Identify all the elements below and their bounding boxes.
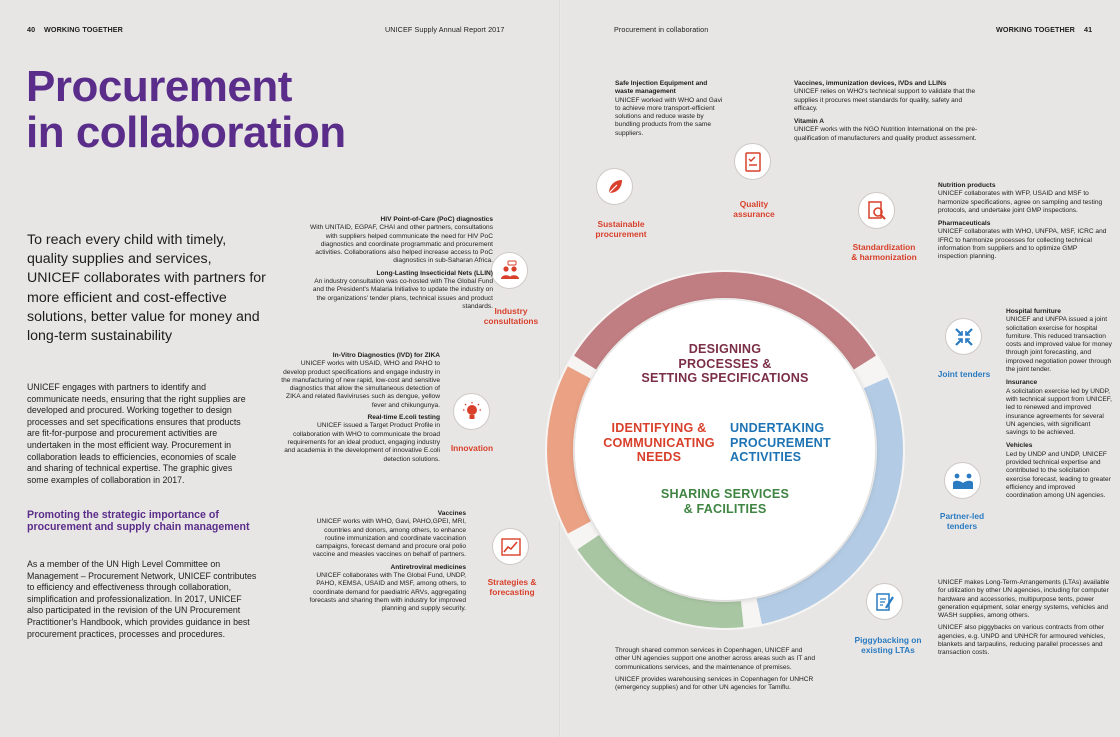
note-ltas: UNICEF makes Long-Term-Arrangements (LTA…	[938, 579, 1110, 657]
magnifier-doc-icon	[858, 192, 895, 229]
lead-paragraph: To reach every child with timely, qualit…	[27, 232, 266, 345]
segment-sharing	[577, 534, 744, 628]
category-joint-tenders: Joint tenders	[937, 369, 991, 379]
category-standardization: Standardization& harmonization	[851, 242, 917, 262]
page-number-right: 41	[1084, 25, 1093, 34]
note-shared-services: Through shared common services in Copenh…	[615, 647, 816, 692]
collaboration-wheel	[545, 270, 905, 630]
page-title: Procurement in collaboration	[26, 62, 346, 157]
intro-paragraph: UNICEF engages with partners to identify…	[27, 382, 246, 485]
note-safe-injection: Safe Injection Equipment and waste manag…	[615, 80, 723, 137]
category-innovation: Innovation	[450, 443, 494, 453]
page-gutter	[559, 0, 561, 737]
subhead: Promoting the strategic importance of pr…	[27, 509, 250, 534]
section-label-right: WORKING TOGETHER	[996, 25, 1075, 34]
page-number-left: 40	[27, 25, 36, 34]
leaf-icon	[596, 168, 633, 205]
note-vaccines-devices: Vaccines, immunization devices, IVDs and…	[794, 80, 978, 142]
report-title: UNICEF Supply Annual Report 2017	[385, 25, 505, 34]
wheel-center	[575, 300, 875, 600]
segment-undertaking	[756, 377, 903, 625]
section-label-left: WORKING TOGETHER	[44, 25, 123, 34]
category-strategies-forecasting: Strategies &forecasting	[487, 577, 537, 597]
arrows-in-icon	[945, 318, 982, 355]
lightbulb-icon	[453, 393, 490, 430]
subhead-paragraph: As a member of the UN High Level Committ…	[27, 559, 257, 639]
segment-designing	[574, 271, 876, 370]
people-chat-icon	[491, 252, 528, 289]
chart-icon	[492, 528, 529, 565]
document-pen-icon	[866, 583, 903, 620]
handshake-icon	[944, 462, 981, 499]
chapter-title: Procurement in collaboration	[614, 25, 709, 34]
segment-identifying	[547, 366, 591, 534]
center-label-sharing: SHARING SERVICES& FACILITIES	[660, 487, 790, 516]
checklist-icon	[734, 143, 771, 180]
